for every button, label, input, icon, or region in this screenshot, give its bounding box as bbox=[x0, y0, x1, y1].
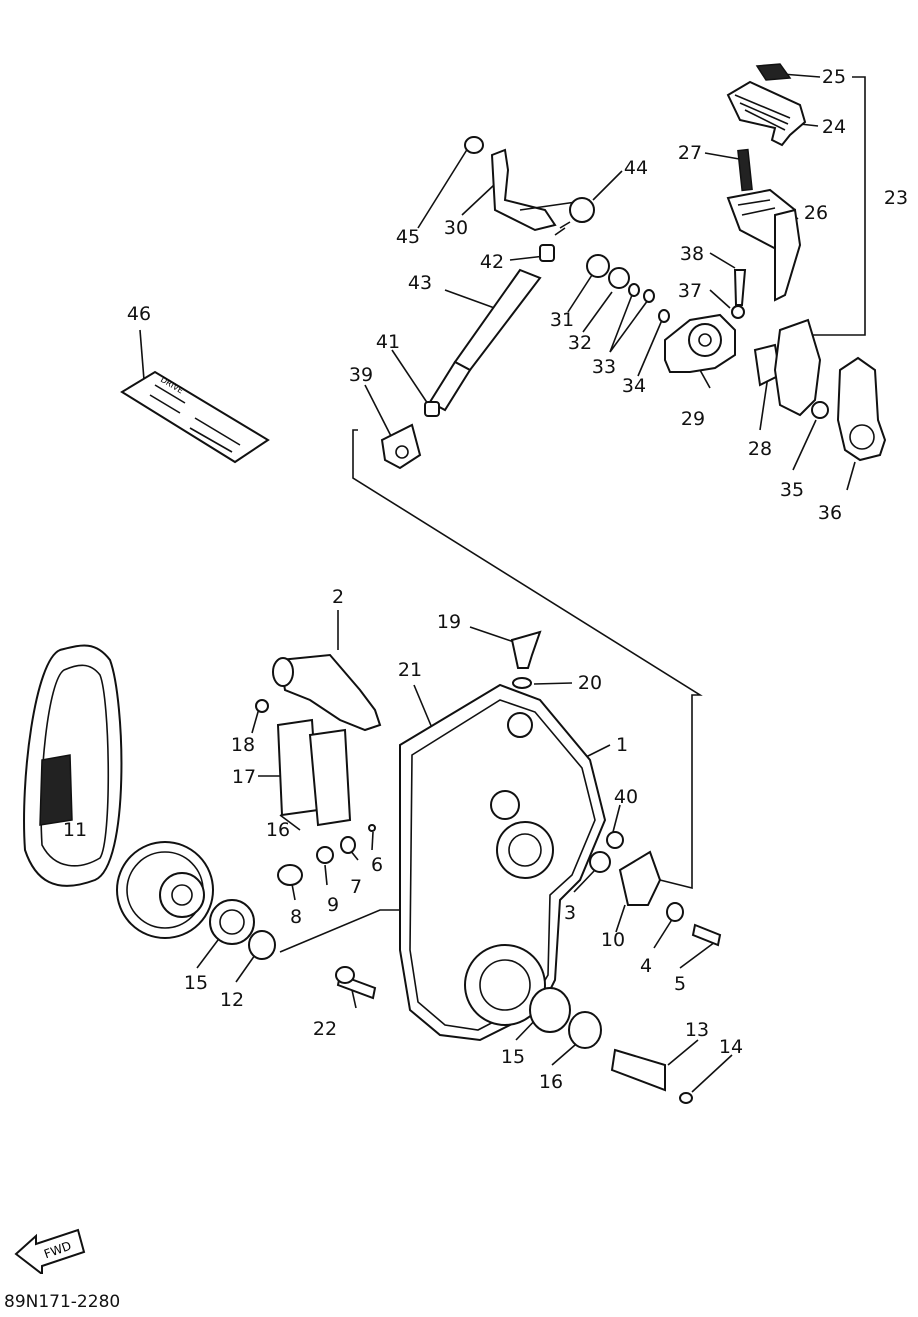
callout-6: 6 bbox=[370, 854, 384, 876]
callout-31: 30 bbox=[443, 217, 469, 239]
callout-10: 10 bbox=[600, 929, 626, 951]
callout-3: 3 bbox=[563, 902, 577, 924]
callout-46: 45 bbox=[395, 226, 421, 248]
callout-47: 46 bbox=[126, 303, 152, 325]
callout-23: 22 bbox=[312, 1018, 338, 1040]
callout-15-right: 15 bbox=[500, 1046, 526, 1068]
callout-13: 13 bbox=[684, 1019, 710, 1041]
callout-15-left: 15 bbox=[183, 972, 209, 994]
part-code: 89N171-2280 bbox=[4, 1292, 121, 1312]
leader-lines bbox=[59, 73, 866, 1093]
sprocket-gear bbox=[116, 841, 214, 939]
callout-11: 11 bbox=[62, 819, 88, 841]
callout-28: 27 bbox=[677, 142, 703, 164]
callout-18: 17 bbox=[231, 766, 257, 788]
callout-21: 20 bbox=[577, 672, 603, 694]
callout-17: 16 bbox=[265, 819, 291, 841]
callout-33: 32 bbox=[567, 332, 593, 354]
callout-45: 44 bbox=[623, 157, 649, 179]
callout-14: 14 bbox=[718, 1036, 744, 1058]
callout-5: 5 bbox=[673, 973, 687, 995]
small-parts bbox=[209, 824, 722, 1104]
gear-case bbox=[399, 630, 607, 1042]
callout-26: 25 bbox=[821, 66, 847, 88]
callout-40: 39 bbox=[348, 364, 374, 386]
callout-2: 2 bbox=[331, 586, 345, 608]
callout-38: 37 bbox=[677, 280, 703, 302]
callout-25: 24 bbox=[821, 116, 847, 138]
callout-36: 35 bbox=[779, 479, 805, 501]
callout-24: 23 bbox=[883, 187, 909, 209]
callout-12: 12 bbox=[219, 989, 245, 1011]
fwd-arrow-icon: FWD bbox=[14, 1228, 86, 1274]
callout-1: 1 bbox=[615, 734, 629, 756]
callout-7: 7 bbox=[349, 876, 363, 898]
callout-35: 34 bbox=[621, 375, 647, 397]
drive-chain-11 bbox=[23, 644, 123, 887]
callout-44: 43 bbox=[407, 272, 433, 294]
callout-22: 21 bbox=[397, 659, 423, 681]
callout-16: 16 bbox=[538, 1071, 564, 1093]
callout-20: 19 bbox=[436, 611, 462, 633]
callout-27: 26 bbox=[803, 202, 829, 224]
callout-34: 33 bbox=[591, 356, 617, 378]
callout-29: 28 bbox=[747, 438, 773, 460]
callout-8: 8 bbox=[289, 906, 303, 928]
callout-32: 31 bbox=[549, 309, 575, 331]
callout-39: 38 bbox=[679, 243, 705, 265]
callout-42: 41 bbox=[375, 331, 401, 353]
callout-43: 42 bbox=[479, 251, 505, 273]
drive-sticker-47: DRIVE bbox=[120, 370, 270, 464]
callout-30: 29 bbox=[680, 408, 706, 430]
callout-37: 36 bbox=[817, 502, 843, 524]
callout-41: 40 bbox=[613, 786, 639, 808]
callout-19: 18 bbox=[230, 734, 256, 756]
shift-drum bbox=[255, 653, 382, 827]
callout-4: 4 bbox=[639, 955, 653, 977]
lever-assembly bbox=[664, 63, 887, 462]
shift-linkage bbox=[380, 136, 670, 470]
callout-9: 9 bbox=[326, 894, 340, 916]
